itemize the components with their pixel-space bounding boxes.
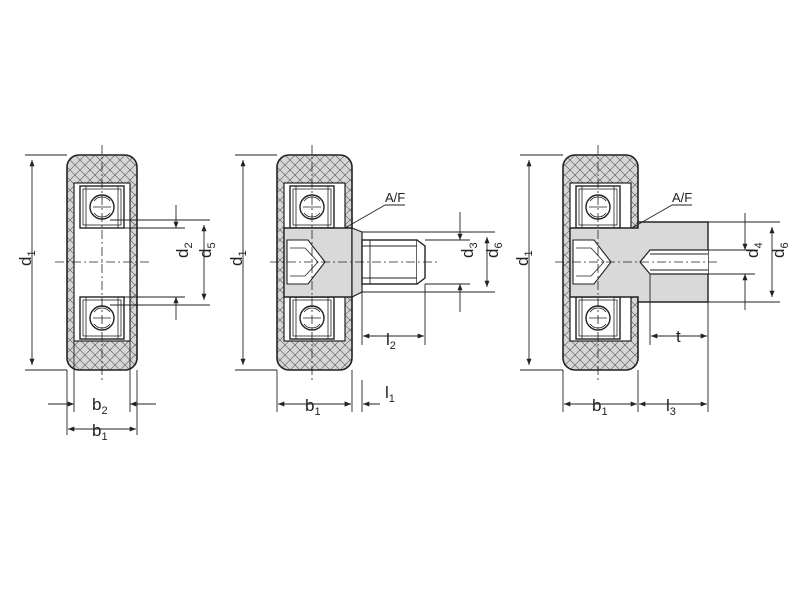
view-1-d2-label: d2	[173, 242, 195, 258]
view-3-af-label: A/F	[672, 190, 692, 205]
view-3-d1-label: d1	[513, 250, 535, 266]
view-1-plain-wheel: d1 d2 d5 b2 b1	[16, 145, 218, 443]
view-2-threaded-stud-wheel: A/F d1 d3 d6 l2 b1 l1	[227, 145, 505, 418]
view-3-l3-label: l3	[666, 396, 676, 418]
view-2-d6-label: d6	[483, 242, 505, 258]
view-3-b1-label: b1	[592, 396, 608, 418]
view-2-af-label: A/F	[385, 190, 405, 205]
view-2-b1-label: b1	[305, 396, 321, 418]
view-3-d6-label: d6	[769, 242, 791, 258]
view-1-d1-label: d1	[16, 250, 38, 266]
view-2-l2-label: l2	[386, 330, 396, 352]
view-3-d4-label: d4	[743, 242, 765, 258]
view-3-t-label: t	[676, 327, 681, 346]
view-1-d5-label: d5	[196, 242, 218, 258]
view-2-l1-label: l1	[385, 383, 395, 405]
view-1-b2-label: b2	[92, 395, 108, 417]
view-1-b1-label: b1	[92, 421, 108, 443]
view-2-d1-label: d1	[227, 250, 249, 266]
view-2-d3-label: d3	[458, 242, 480, 258]
view-3-tapped-bolt-wheel: A/F d1 d4 d6 t b1 l3	[513, 145, 791, 418]
